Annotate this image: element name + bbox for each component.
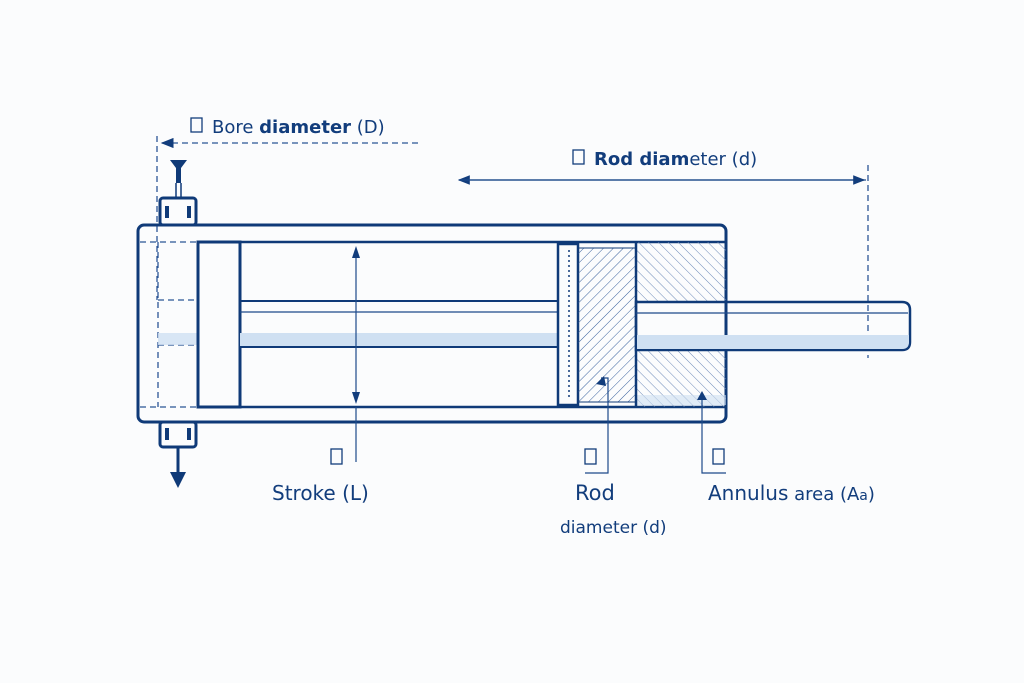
cap-end-dashed <box>140 241 198 408</box>
rod-label-box-icon <box>572 149 585 165</box>
bore-diameter-label: Bore diameter (D) <box>212 117 385 138</box>
cylinder-barrel <box>136 223 728 424</box>
rod-diameter-top-label: Rod diameter (d) <box>594 149 757 170</box>
rod-diameter-label: diameter (d) <box>560 518 667 538</box>
rod-label: Rod <box>575 481 615 505</box>
inner-rod <box>240 300 558 348</box>
stroke-dimension-arrow <box>352 246 360 462</box>
rod-diameter-label-box-icon <box>584 448 597 465</box>
rod-end-piston <box>556 242 726 407</box>
annulus-area-label: Annulus area (Aa) <box>708 481 875 505</box>
stroke-label: Stroke (L) <box>272 481 369 505</box>
piston-rod <box>634 300 912 352</box>
rod-dimension-line <box>457 165 869 358</box>
bore-label-box-icon <box>190 117 203 133</box>
bottom-port <box>158 420 198 488</box>
flow-arrow-down-icon <box>170 472 186 488</box>
annulus-label-box-icon <box>712 448 725 465</box>
top-port <box>158 160 198 227</box>
cap-end-piston <box>196 240 242 409</box>
callout-leaders <box>585 376 726 474</box>
stroke-label-box-icon <box>330 448 343 465</box>
bore-dimension-line <box>156 136 418 300</box>
